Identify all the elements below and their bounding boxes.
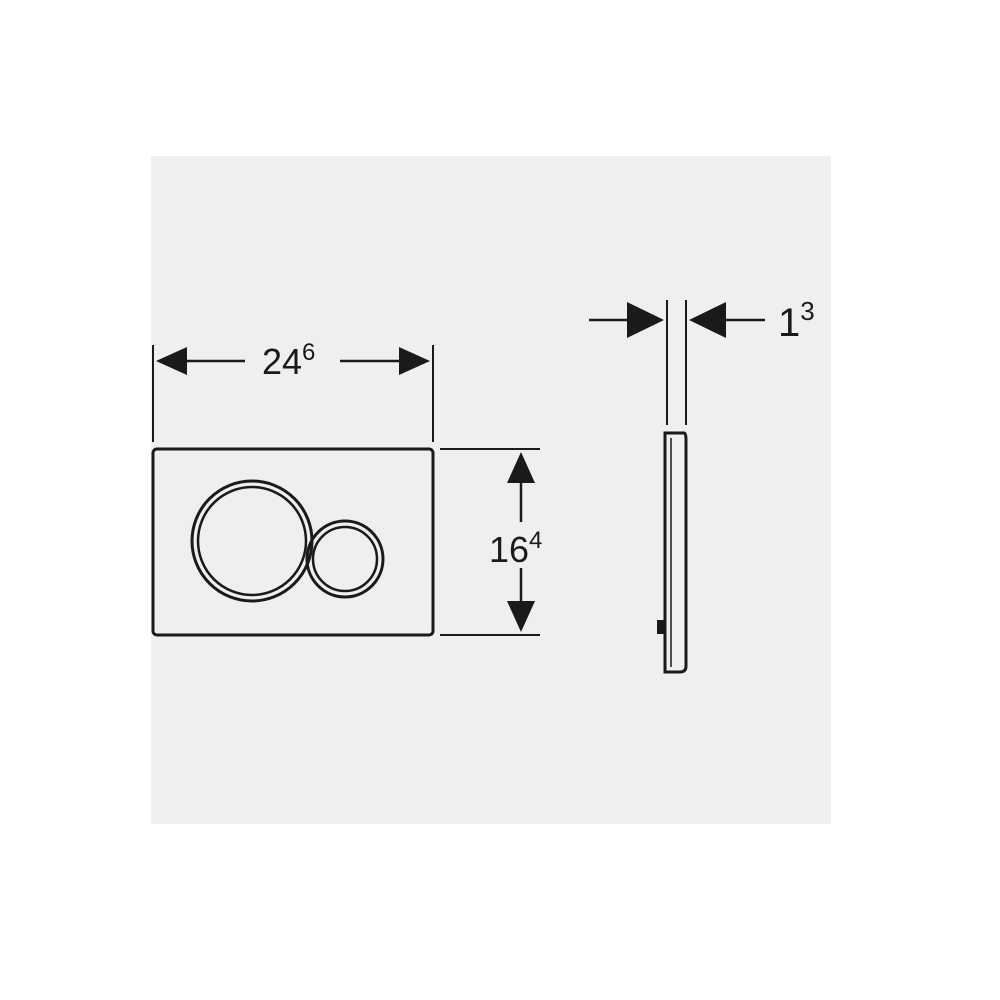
width-dimension: 246 (152, 339, 434, 442)
side-view (657, 431, 688, 674)
small-flush-button-ring (311, 525, 379, 593)
arrow-depth-left (689, 302, 726, 338)
depth-label: 13 (778, 296, 815, 345)
large-flush-button-ring (196, 485, 308, 597)
arrow-depth-right (627, 302, 664, 338)
side-profile-latch (657, 620, 665, 634)
arrow-up (507, 452, 535, 483)
flush-plate-outline (151, 447, 435, 637)
arrow-down (507, 601, 535, 632)
height-label: 164 (489, 527, 542, 570)
arrow-left (156, 347, 187, 375)
small-flush-button (305, 519, 385, 599)
side-profile-outline (663, 431, 688, 674)
height-dimension: 164 (440, 448, 542, 636)
front-view (151, 447, 435, 637)
depth-dimension: 13 (589, 296, 815, 425)
large-flush-button (190, 479, 314, 603)
arrow-right (399, 347, 430, 375)
width-label: 246 (262, 339, 315, 382)
drawing-panel (151, 156, 831, 824)
